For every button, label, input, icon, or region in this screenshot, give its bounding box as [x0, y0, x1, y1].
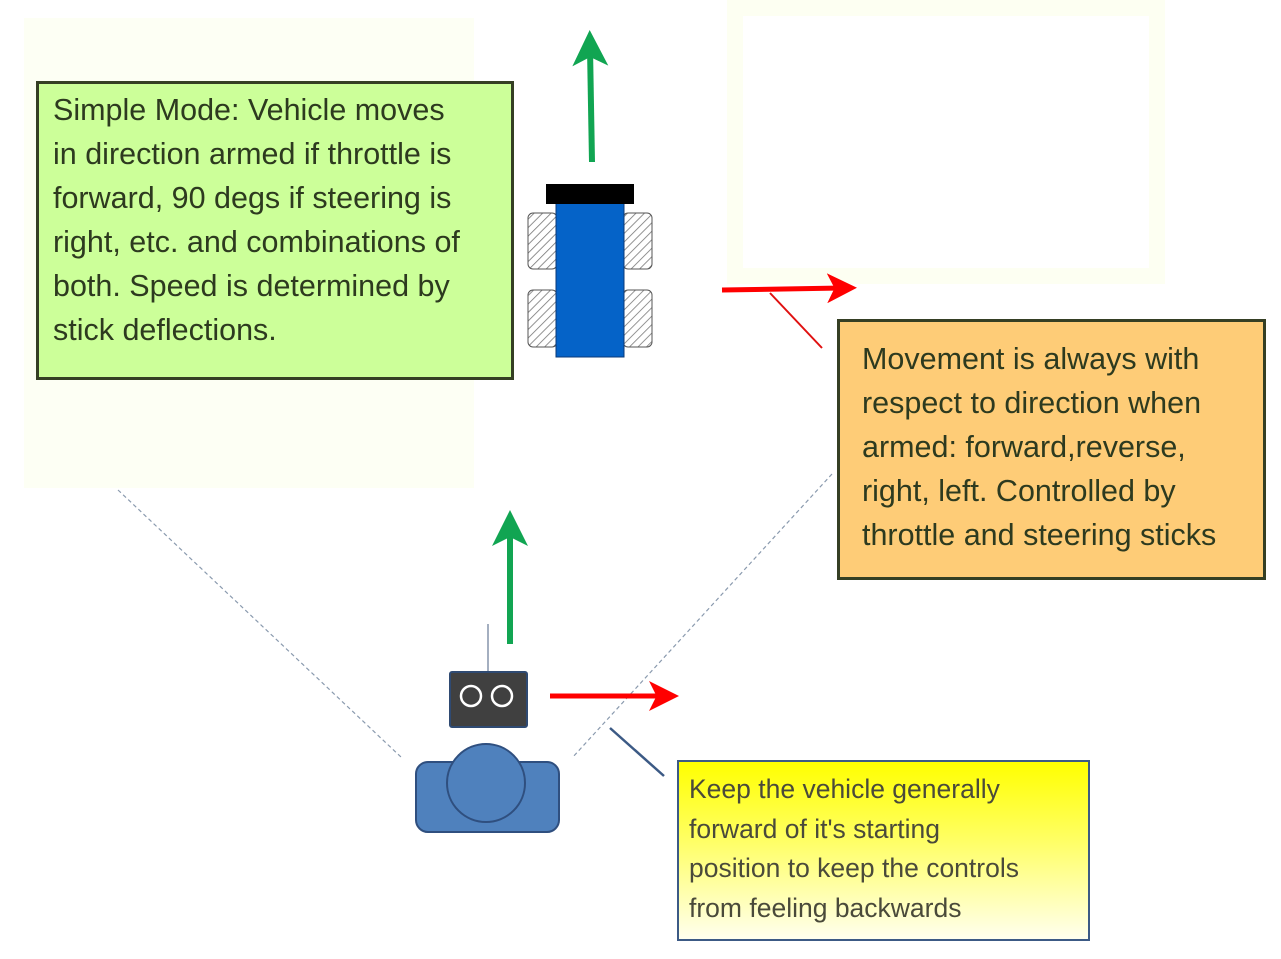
keep-forward-note: Keep the vehicle generally forward of it…	[677, 760, 1090, 941]
simple-mode-note-line: right, etc. and combinations of	[53, 225, 460, 259]
view-cone-left-line	[117, 489, 403, 759]
wheel-front-left	[527, 212, 558, 270]
keep-note-connector	[609, 727, 665, 777]
vehicle-icon	[527, 184, 653, 358]
vehicle-body	[555, 199, 625, 358]
pilot-top-view-icon	[415, 743, 560, 833]
keep-forward-note-line: Keep the vehicle generally	[689, 774, 1000, 804]
wheel-rear-left	[527, 289, 558, 348]
simple-mode-note-line: stick deflections.	[53, 313, 277, 347]
transmitter-stick-right	[490, 684, 514, 708]
simple-mode-note: Simple Mode: Vehicle moves in direction …	[36, 81, 514, 380]
vehicle-steering-arrow	[721, 273, 857, 304]
simple-mode-note-line: both. Speed is determined by	[53, 269, 450, 303]
rc-transmitter-icon	[449, 624, 528, 728]
vehicle-throttle-arrow	[572, 30, 609, 163]
simple-mode-note-line: in direction armed if throttle is	[53, 137, 452, 171]
keep-forward-note-line: position to keep the controls	[689, 853, 1019, 883]
movement-note-line: throttle and steering sticks	[862, 518, 1217, 552]
keep-forward-note-line: from feeling backwards	[689, 892, 962, 923]
simple-mode-note-line: Simple Mode: Vehicle moves	[53, 93, 445, 127]
vehicle-front-bar	[546, 184, 634, 204]
movement-note: Movement is always with respect to direc…	[837, 319, 1266, 580]
wheel-front-right	[622, 212, 653, 270]
background-frame-right	[727, 0, 1165, 284]
wheel-rear-right	[622, 289, 653, 348]
movement-note-connector	[769, 292, 823, 349]
pilot-head	[446, 743, 526, 823]
simple-mode-note-line: forward, 90 degs if steering is	[53, 181, 452, 215]
movement-note-line: armed: forward,reverse,	[862, 430, 1186, 464]
transmitter-stick-left	[459, 684, 483, 708]
keep-forward-note-line: forward of it's starting	[689, 813, 941, 844]
view-cone-right-line	[571, 473, 833, 759]
movement-note-line: right, left. Controlled by	[862, 474, 1176, 508]
movement-note-line: respect to direction when	[862, 386, 1202, 420]
movement-note-line: Movement is always with	[862, 342, 1200, 376]
